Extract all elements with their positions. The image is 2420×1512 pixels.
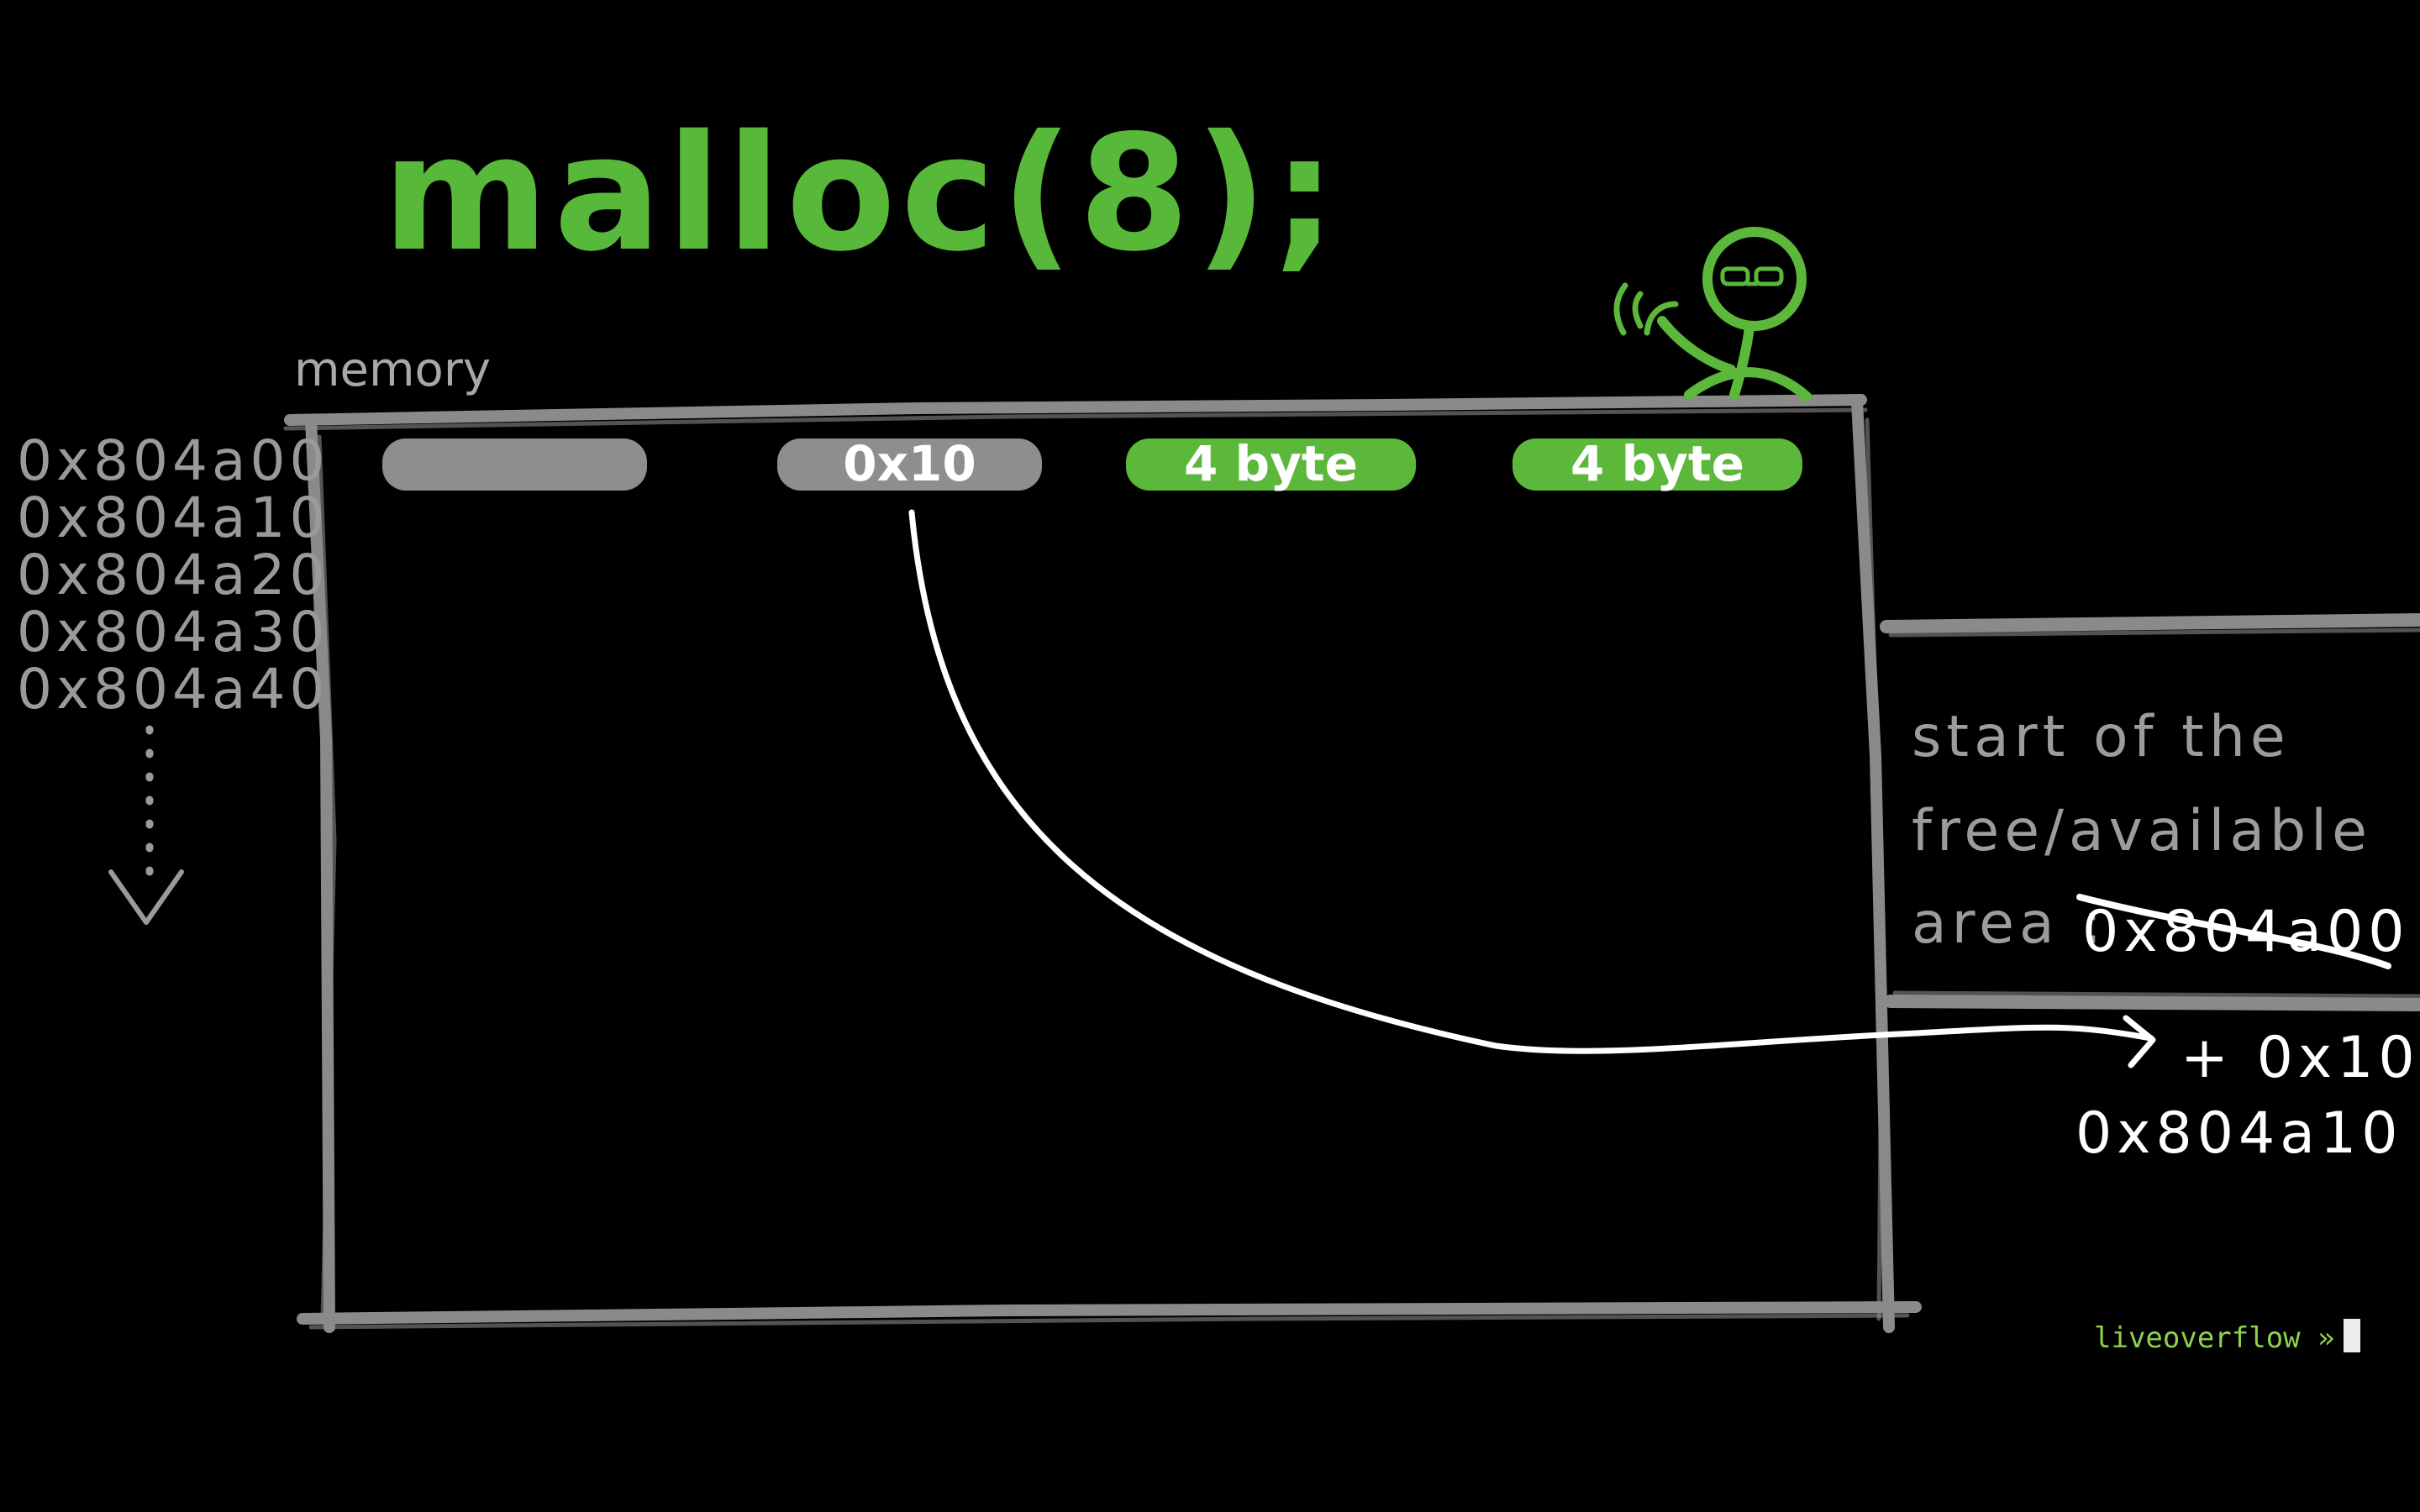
memory-cell [1126,438,1416,491]
down-arrow-icon [108,725,184,925]
strikethrough [2076,894,2391,969]
memory-cells [382,438,1802,491]
offset-value: + 0x10 [2181,1025,2420,1091]
new-address: 0x804a10 [2075,1100,2403,1167]
memory-cell [1512,438,1802,491]
cell-label: 4 byte [1184,435,1358,492]
arrow-head [2123,1015,2156,1068]
memory-cell [382,438,647,491]
note-line: area : [1912,890,2107,957]
address-label: 0x804a20 [17,543,329,607]
note-line: free/available [1912,798,2372,864]
pointer-arrow [908,509,2154,1054]
cursor [2343,1319,2360,1352]
address-label: 0x804a10 [17,486,329,550]
note-line: start of the [1912,704,2291,770]
note-box [1880,613,2420,1011]
address-label: 0x804a30 [17,600,329,664]
cell-label [382,430,647,497]
cell-label: 4 byte [1570,435,1744,492]
memory-cell [777,438,1042,491]
stick-figure-icon [1613,227,1812,402]
page-title: malloc(8); [382,101,1342,286]
prompt-text: liveoverflow » [2094,1321,2335,1355]
memory-box [283,394,1922,1333]
address-label: 0x804a40 [17,657,329,722]
struck-address: 0x804a00 [2082,899,2410,965]
memory-label: memory [294,343,491,397]
terminal-prompt: liveoverflow » [2094,1319,2360,1355]
cell-label: 0x10 [843,435,976,492]
address-label: 0x804a00 [17,428,329,493]
